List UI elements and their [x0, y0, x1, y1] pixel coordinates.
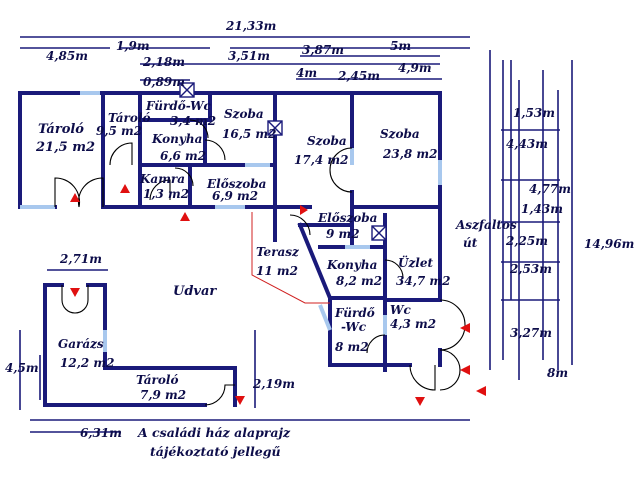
arrow-icon — [460, 323, 470, 333]
dim-r-2-25: 2,25m — [505, 234, 548, 248]
room-name: Terasz — [256, 245, 300, 259]
garage-walls — [43, 283, 237, 407]
room-area: 6,6 m2 — [160, 149, 206, 163]
site-labels: Udvar Aszfaltos út A családi ház alapraj… — [137, 218, 517, 459]
dim-garage-width: 2,71m — [59, 252, 102, 266]
dim-2-18: 2,18m — [142, 55, 185, 69]
room-area: 4,3 m2 — [390, 317, 436, 331]
dimension-lines-misc — [19, 269, 470, 433]
room-area: 21,5 m2 — [35, 140, 95, 155]
room-area: 3,4 m2 — [170, 114, 216, 128]
dim-r-4-77: 4,77m — [529, 182, 571, 196]
arrow-icon — [300, 205, 308, 215]
room-area: 1,3 m2 — [143, 187, 189, 201]
dim-3-87: 3,87m — [302, 43, 344, 57]
room-name: Előszoba — [206, 177, 266, 191]
arrow-icon — [120, 184, 130, 193]
room-name: Tároló — [38, 122, 84, 137]
room-area: 23,8 m2 — [382, 147, 437, 161]
dim-r-8m: 8m — [547, 366, 568, 380]
room-name: Fürdő-Wc — [145, 99, 212, 113]
yard-label: Udvar — [173, 284, 217, 299]
room-name: Üzlet — [398, 254, 433, 270]
dimension-lines-top — [20, 36, 470, 81]
room-area: 34,7 m2 — [396, 274, 450, 288]
room-name: Szoba — [307, 134, 347, 148]
dimension-labels: 21,33m 4,85m 1,9m 2,18m 0,89m 3,51m 3,87… — [5, 19, 634, 440]
room-area: -Wc — [341, 320, 367, 334]
room-name: 8 m2 — [335, 340, 369, 354]
arrow-icon — [476, 386, 486, 396]
dim-r-1-53: 1,53m — [513, 106, 555, 120]
dim-left-top: 4,85m — [46, 49, 88, 63]
arrow-icon — [70, 193, 80, 202]
vent-boxes — [179, 82, 387, 241]
arrow-icon — [70, 288, 80, 297]
dim-0-89: 0,89m — [143, 75, 185, 89]
room-name: Fürdő — [334, 306, 375, 320]
room-name: Tároló — [108, 111, 150, 125]
dim-r-2-53: 2,53m — [509, 262, 552, 276]
dim-r-3-27: 3,27m — [510, 326, 552, 340]
road-label-2: út — [463, 236, 478, 250]
dim-bottom-6-31: 6,31m — [80, 426, 122, 440]
caption-line-2: tájékoztató jellegű — [150, 444, 281, 459]
dim-4-9: 4,9m — [398, 61, 432, 75]
entrance-arrows — [70, 184, 486, 406]
room-name: Konyha — [326, 258, 377, 272]
dim-4m: 4m — [296, 66, 317, 80]
doors — [54, 119, 466, 406]
arrow-icon — [460, 365, 470, 375]
room-name: Garázs — [58, 337, 104, 351]
dim-r-4-43: 4,43m — [506, 137, 548, 151]
dim-3-51: 3,51m — [228, 49, 270, 63]
room-area: 16,5 m2 — [222, 127, 276, 141]
road-label: Aszfaltos — [455, 218, 517, 232]
room-area: 9,5 m2 — [96, 124, 142, 138]
room-area: 17,4 m2 — [294, 153, 348, 167]
arrow-icon — [180, 212, 190, 221]
room-name: Szoba — [380, 127, 420, 141]
dim-5m: 5m — [390, 39, 411, 53]
terrace-outline — [251, 212, 330, 304]
room-name: Szoba — [224, 107, 264, 121]
room-labels: Tároló 21,5 m2 Tároló 9,5 m2 Fürdő-Wc 3,… — [35, 99, 450, 402]
room-name: Előszoba — [317, 211, 377, 225]
dim-2-45: 2,45m — [337, 69, 380, 83]
windows — [20, 91, 442, 352]
dim-r-1-43: 1,43m — [521, 202, 563, 216]
room-area: 6,9 m2 — [212, 189, 258, 203]
room-name: Kamra — [139, 172, 185, 186]
room-area: 12,2 m2 — [60, 356, 114, 370]
dim-r-14-96: 14,96m — [584, 237, 634, 251]
arrow-icon — [235, 396, 245, 405]
dim-2-19: 2,19m — [252, 377, 295, 391]
room-name: Konyha — [151, 132, 202, 146]
room-name: Tároló — [136, 373, 178, 387]
dimension-lines-right — [489, 50, 573, 380]
room-area: 7,9 m2 — [140, 388, 186, 402]
room-area: 11 m2 — [256, 264, 298, 278]
room-area: 8,2 m2 — [336, 274, 382, 288]
room-area: 9 m2 — [326, 227, 360, 241]
arrow-icon — [415, 397, 425, 406]
caption-line-1: A családi ház alaprajz — [137, 425, 291, 440]
dim-1-9: 1,9m — [116, 39, 150, 53]
dim-top-total: 21,33m — [225, 19, 276, 33]
dim-left-4-5: 4,5m — [5, 361, 39, 375]
room-name: Wc — [390, 303, 411, 317]
